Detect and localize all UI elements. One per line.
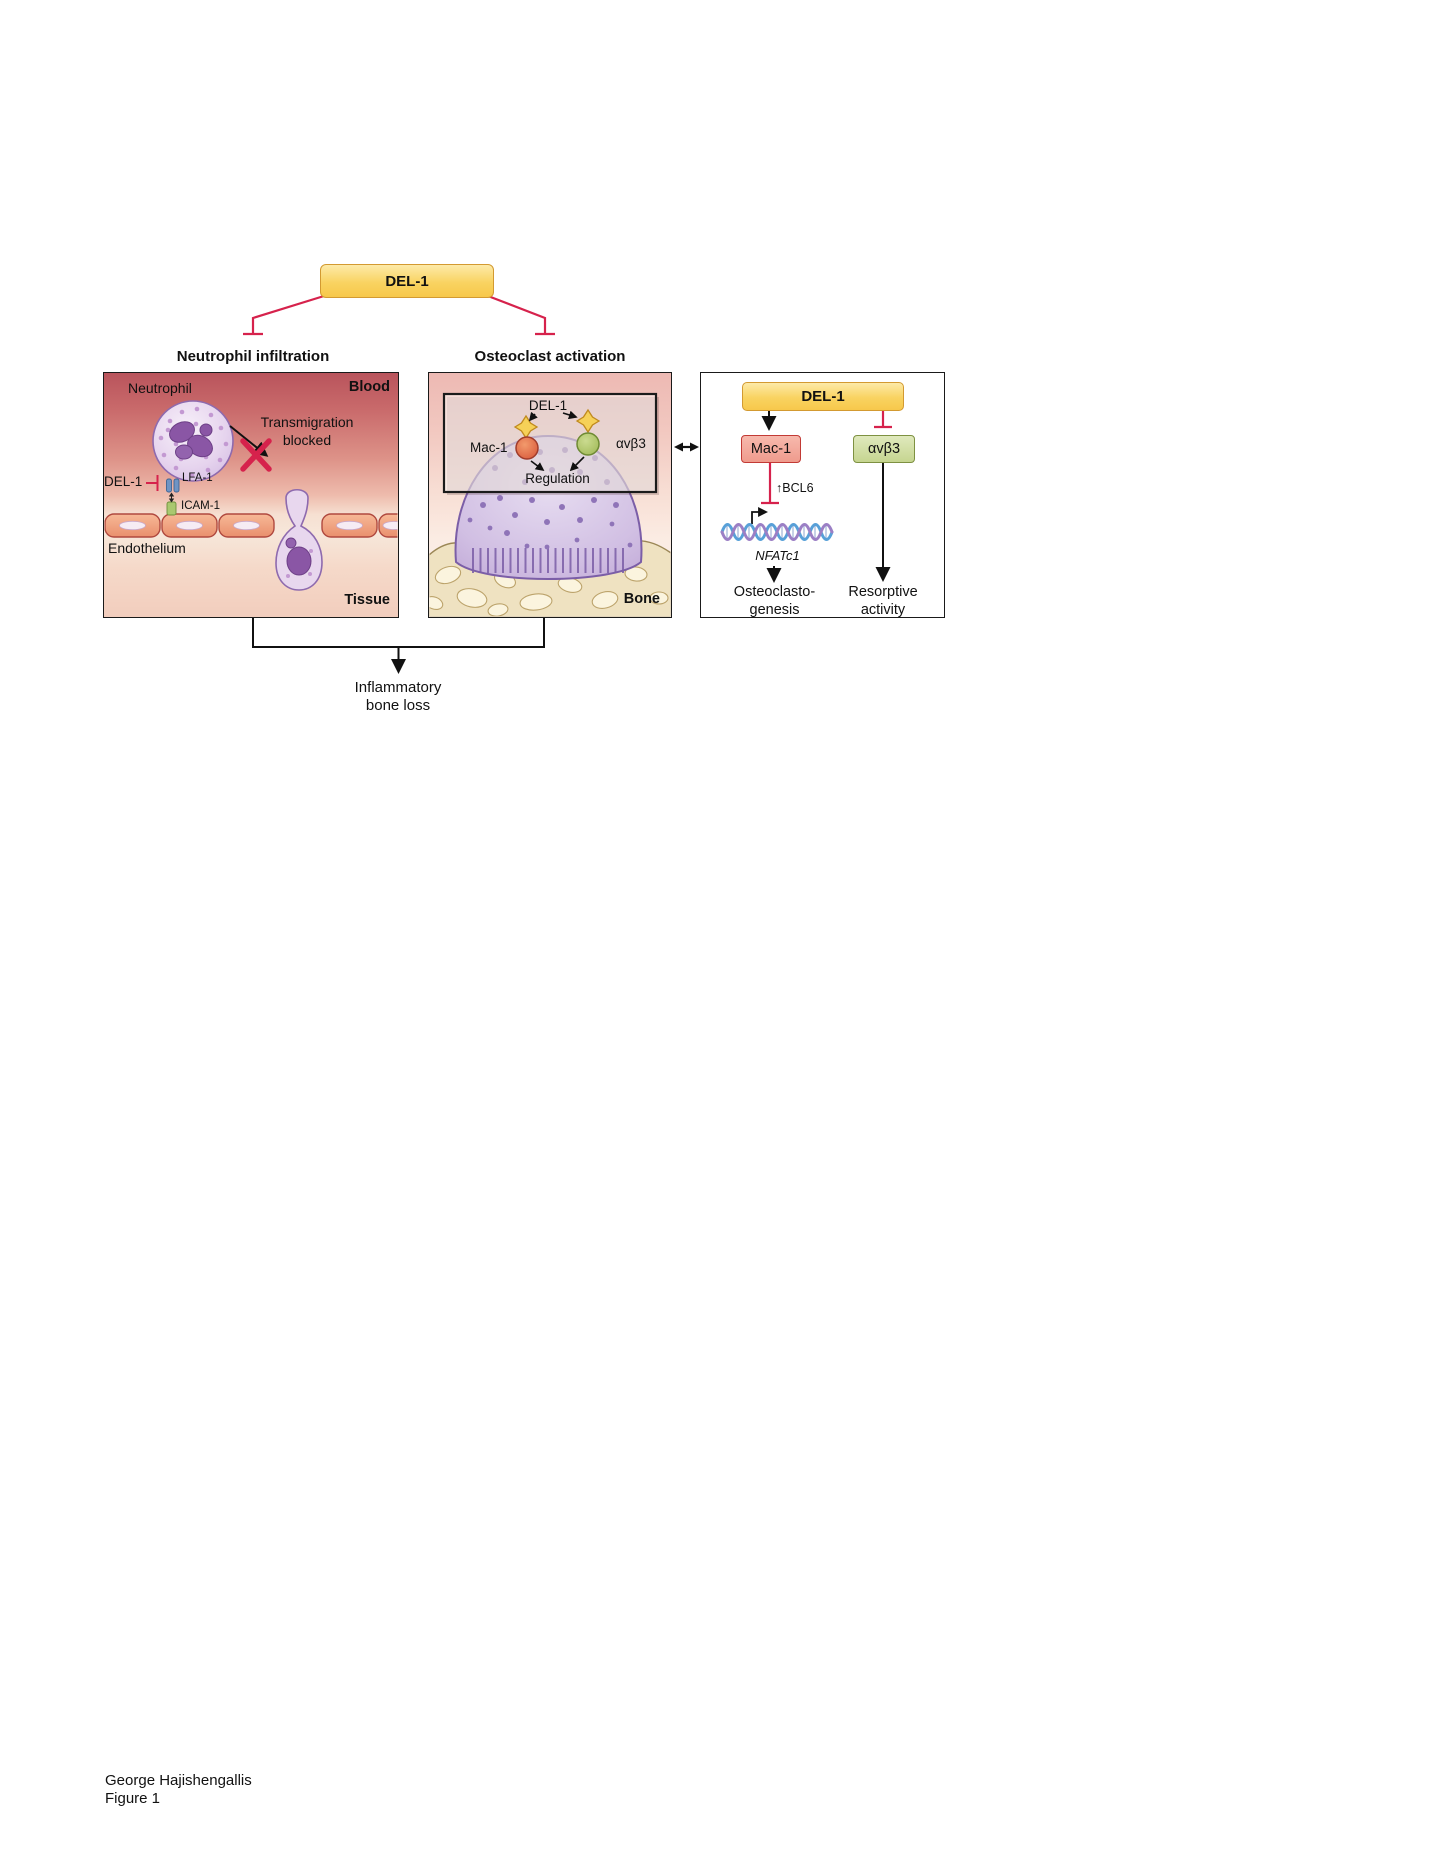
blood-label: Blood	[348, 379, 390, 395]
panel-neutrophil-infiltration	[103, 372, 399, 618]
panel-signaling-pathway	[700, 372, 945, 618]
endothelium-label: Endothelium	[108, 540, 186, 556]
osteoclastogenesis-label-line2: genesis	[749, 602, 800, 618]
panel2-title: Osteoclast activation	[474, 348, 626, 365]
del1-main-label: DEL-1	[385, 272, 429, 290]
inflammatory-bone-loss-line2: bone loss	[365, 697, 431, 714]
lfa1-label: LFA-1	[182, 472, 213, 484]
panel2-del1-label: DEL-1	[528, 398, 568, 413]
bone-label: Bone	[623, 591, 660, 607]
transmigration-label-line1: Transmigration	[260, 414, 354, 430]
pathway-avb3-label: αvβ3	[867, 441, 901, 457]
pathway-del1-box: DEL-1	[742, 382, 904, 411]
figure-number: Figure 1	[105, 1790, 161, 1807]
bone-loss-bracket	[252, 618, 545, 674]
osteoclastogenesis-label-line1: Osteoclasto-	[733, 584, 816, 600]
pathway-del1-label: DEL-1	[801, 388, 845, 405]
panel2-avb3-label: αvβ3	[616, 436, 646, 451]
panel2-mac1-label: Mac-1	[470, 440, 508, 455]
inflammatory-bone-loss-line1: Inflammatory	[354, 679, 442, 696]
panel-link-double-arrow	[674, 442, 699, 452]
neutrophil-label: Neutrophil	[128, 380, 192, 396]
icam1-label: ICAM-1	[181, 500, 220, 512]
resorptive-activity-label-line2: activity	[860, 602, 906, 618]
panel1-title: Neutrophil infiltration	[176, 348, 330, 365]
transmigration-label-line2: blocked	[282, 432, 332, 448]
del1-main-box: DEL-1	[320, 264, 494, 298]
tissue-label: Tissue	[344, 592, 390, 608]
nfatc1-label: NFATc1	[755, 548, 800, 563]
pathway-avb3-box: αvβ3	[853, 435, 915, 463]
panel1-del1-label: DEL-1	[104, 474, 143, 489]
bcl6-label: ↑BCL6	[776, 481, 814, 495]
del1-inhibition-connectors	[243, 294, 555, 336]
pathway-mac1-box: Mac-1	[741, 435, 801, 463]
author-credit: George Hajishengallis	[105, 1772, 252, 1789]
resorptive-activity-label-line1: Resorptive	[848, 584, 918, 600]
regulation-label: Regulation	[525, 471, 590, 486]
pathway-mac1-label: Mac-1	[750, 441, 792, 457]
